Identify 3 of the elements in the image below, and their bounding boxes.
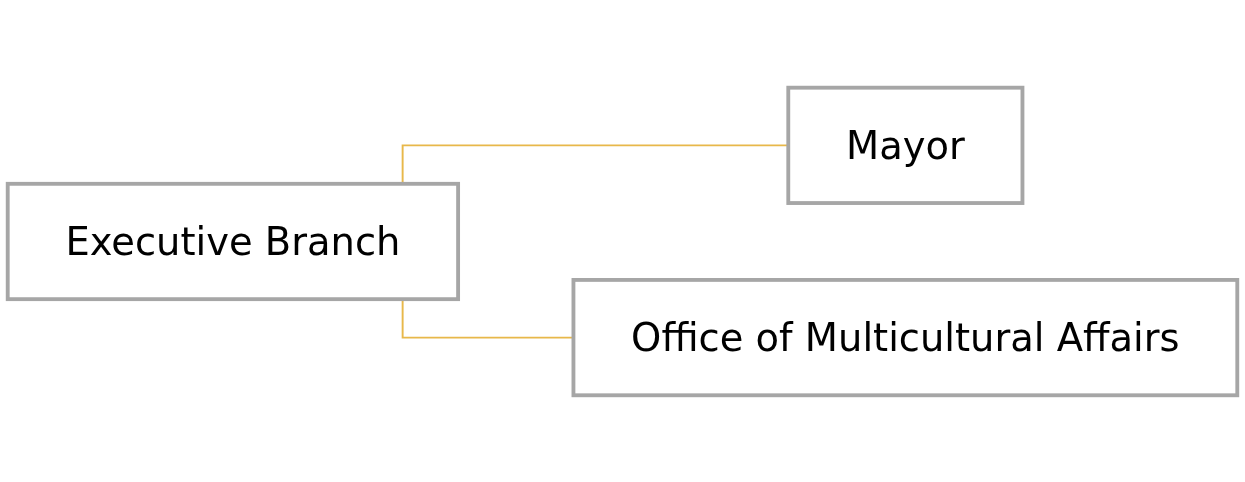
node-box: Mayor: [786, 85, 1025, 205]
node-box: Executive Branch: [5, 181, 461, 301]
node-box: Office of Multicultural Affairs: [571, 277, 1240, 397]
